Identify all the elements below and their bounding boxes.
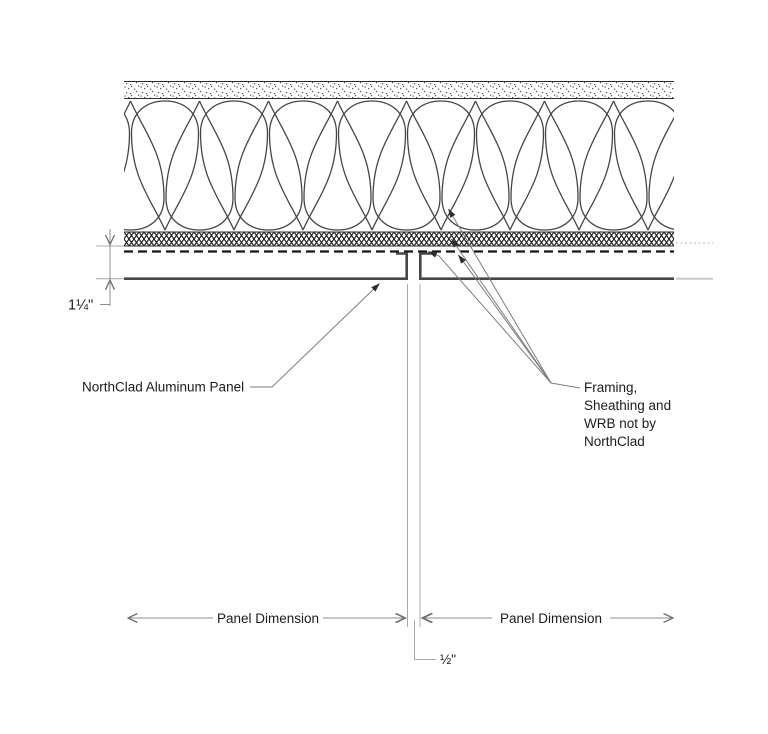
stipple-sheathing-band <box>124 81 674 99</box>
joint-width-dimension-text: ½" <box>440 652 456 667</box>
sheathing-crosshatch-band <box>124 231 674 247</box>
framing-note-line1: Framing, <box>584 380 637 395</box>
right-extension-marks <box>676 242 713 280</box>
framing-note-line4: NorthClad <box>584 434 645 449</box>
aluminum-panel-left <box>124 252 408 280</box>
panel-dimension-right-text: Panel Dimension <box>500 611 602 626</box>
panel-dimension-left: Panel Dimension <box>128 611 405 626</box>
joint-width-dimension: ½" <box>390 284 456 667</box>
framing-note-line3: WRB not by <box>584 416 656 431</box>
panel-label-text: NorthClad Aluminum Panel <box>82 380 244 395</box>
panel-depth-dimension-text: 1¼" <box>68 298 93 314</box>
panel-dimension-left-text: Panel Dimension <box>217 611 319 626</box>
batt-insulation <box>124 99 674 232</box>
panel-label-group: NorthClad Aluminum Panel <box>82 283 380 395</box>
aluminum-panel-right <box>419 252 674 280</box>
framing-note-line2: Sheathing and <box>584 398 671 413</box>
panel-depth-dimension: 1¼" <box>68 229 124 314</box>
panel-dimension-right: Panel Dimension <box>423 611 673 626</box>
framing-note-group: Framing, Sheathing and WRB not by NorthC… <box>428 208 671 449</box>
